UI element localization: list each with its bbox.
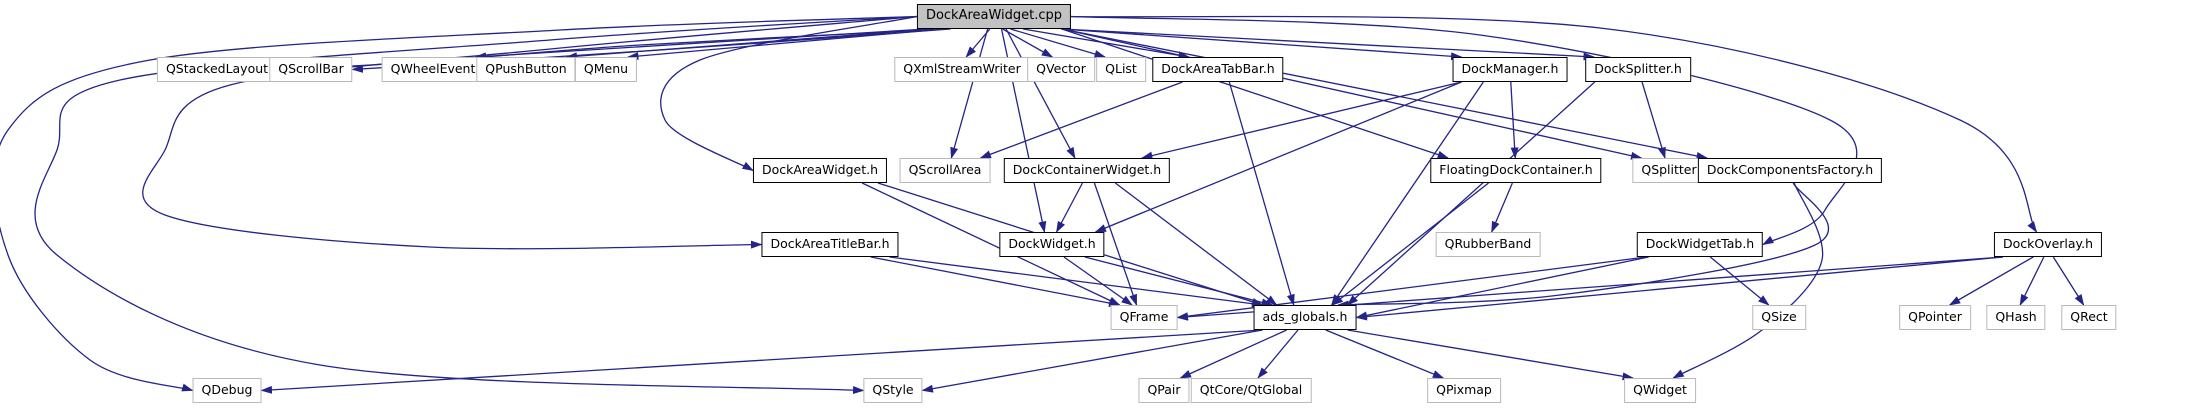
- node-DockAreaTitleBar_h[interactable]: DockAreaTitleBar.h: [761, 232, 899, 257]
- edge-root-QWheelEvent: [474, 28, 927, 61]
- node-DockContainerWidget_h[interactable]: DockContainerWidget.h: [1003, 158, 1171, 183]
- edge-root-DockOverlay_h: [1070, 15, 2038, 233]
- edge-root-DockWidgetTab_h: [1070, 15, 1858, 246]
- node-DockOverlay_h[interactable]: DockOverlay.h: [1993, 232, 2103, 257]
- edge-root-QStyle: [34, 15, 918, 395]
- edge-root-FloatingDockContainer_h: [1061, 28, 1450, 159]
- edge-ads_globals_h-QPixmap: [1325, 329, 1445, 379]
- node-QStackedLayout: QStackedLayout: [156, 57, 278, 82]
- edge-DockWidgetTab_h-ads_globals_h: [1355, 256, 1649, 320]
- node-QRubberBand: QRubberBand: [1435, 232, 1541, 257]
- edge-DockComponentsFactory_h-QWidget: [1672, 182, 1824, 379]
- node-QStyle: QStyle: [863, 378, 923, 403]
- node-QXmlStreamWriter: QXmlStreamWriter: [894, 57, 1030, 82]
- node-root: DockAreaWidget.cpp: [916, 4, 1072, 29]
- node-QPixmap: QPixmap: [1427, 378, 1501, 403]
- edge-root-DockContainerWidget_h: [1005, 28, 1076, 159]
- edge-root-QList: [1010, 28, 1106, 58]
- node-QRect: QRect: [2061, 305, 2117, 330]
- edge-ads_globals_h-QWidget: [1347, 329, 1634, 381]
- node-QPushButton: QPushButton: [476, 57, 576, 82]
- edge-DockWidgetTab_h-QSize: [1709, 256, 1770, 306]
- node-QWheelEvent: QWheelEvent: [381, 57, 485, 82]
- node-QMenu: QMenu: [574, 57, 638, 82]
- node-QPointer: QPointer: [1899, 305, 1971, 330]
- node-QFrame: QFrame: [1110, 305, 1178, 330]
- edge-root-QSplitter: [1061, 28, 1643, 160]
- node-QScrollBar: QScrollBar: [269, 57, 353, 82]
- edge-DockWidgetTab_h-QFrame: [1176, 256, 1647, 321]
- node-QSplitter: QSplitter: [1632, 158, 1706, 183]
- edge-DockManager_h-FloatingDockContainer_h: [1510, 81, 1519, 159]
- node-ads_globals_h[interactable]: ads_globals.h: [1253, 305, 1357, 330]
- node-DockSplitter_h[interactable]: DockSplitter.h: [1585, 57, 1691, 82]
- node-DockManager_h[interactable]: DockManager.h: [1452, 57, 1568, 82]
- edge-DockOverlay_h-QPointer: [1948, 256, 2034, 306]
- node-DockAreaTabBar_h[interactable]: DockAreaTabBar.h: [1152, 57, 1284, 82]
- edge-root-QPushButton: [565, 28, 934, 61]
- edge-FloatingDockContainer_h-ads_globals_h: [1331, 182, 1489, 306]
- edge-DockAreaWidget_h-QFrame: [861, 182, 1121, 306]
- node-FloatingDockContainer_h[interactable]: FloatingDockContainer.h: [1430, 158, 1602, 183]
- edge-root-DockAreaTitleBar_h: [142, 15, 918, 250]
- edge-root-DockAreaTabBar_h: [1023, 28, 1190, 60]
- edge-DockOverlay_h-QRect: [2052, 256, 2085, 306]
- node-QHash: QHash: [1986, 305, 2046, 330]
- node-QVector: QVector: [1027, 57, 1095, 82]
- node-QDebug: QDebug: [192, 378, 262, 403]
- node-DockWidget_h[interactable]: DockWidget.h: [999, 232, 1105, 257]
- node-DockComponentsFactory_h[interactable]: DockComponentsFactory.h: [1697, 158, 1883, 183]
- node-DockWidgetTab_h[interactable]: DockWidgetTab.h: [1636, 232, 1764, 257]
- edge-DockWidget_h-ads_globals_h: [1084, 256, 1274, 307]
- edge-FloatingDockContainer_h-QRubberBand: [1491, 182, 1513, 233]
- edge-ads_globals_h-QDebug: [260, 329, 1263, 394]
- edge-root-QScrollArea: [950, 28, 989, 159]
- node-QtCore_QtGlobal: QtCore/QtGlobal: [1190, 378, 1312, 403]
- edge-DockManager_h-ads_globals_h: [1331, 81, 1484, 306]
- edge-DockAreaTabBar_h-ads_globals_h: [1228, 81, 1295, 306]
- node-DockAreaWidget_h[interactable]: DockAreaWidget.h: [752, 158, 888, 183]
- edge-DockManager_h-DockWidget_h: [1094, 81, 1462, 233]
- edge-DockManager_h-DockContainerWidget_h: [1141, 81, 1462, 160]
- node-QScrollArea: QScrollArea: [899, 158, 991, 183]
- edge-root-QMenu: [627, 28, 944, 61]
- edge-DockAreaTitleBar_h-ads_globals_h: [889, 256, 1264, 308]
- edge-DockSplitter_h-ads_globals_h: [1346, 81, 1596, 306]
- edge-root-DockComponentsFactory_h: [1061, 28, 1708, 160]
- edge-DockContainerWidget_h-DockWidget_h: [1055, 182, 1084, 233]
- edge-ads_globals_h-QtCore_QtGlobal: [1257, 329, 1299, 379]
- edge-root-QVector: [1002, 28, 1054, 58]
- edge-DockOverlay_h-QHash: [2019, 256, 2045, 306]
- edge-ads_globals_h-QPair: [1179, 329, 1287, 379]
- node-QList: QList: [1096, 57, 1146, 82]
- edge-root-DockSplitter_h: [1061, 28, 1595, 61]
- edge-DockContainerWidget_h-ads_globals_h: [1114, 182, 1278, 306]
- edge-DockWidget_h-QFrame: [1063, 256, 1133, 306]
- node-QPair: QPair: [1138, 378, 1190, 403]
- edge-root-DockAreaWidget_h: [660, 15, 918, 172]
- edge-DockAreaTitleBar_h-QFrame: [870, 256, 1121, 307]
- edge-DockAreaTabBar_h-QScrollArea: [979, 81, 1183, 159]
- edge-DockContainerWidget_h-QFrame: [1093, 182, 1138, 306]
- edge-DockSplitter_h-QSplitter: [1641, 81, 1666, 159]
- node-QWidget: QWidget: [1624, 378, 1696, 403]
- edge-root-DockManager_h: [1061, 28, 1463, 61]
- edge-ads_globals_h-QStyle: [921, 329, 1263, 393]
- edge-DockOverlay_h-ads_globals_h: [1355, 256, 2004, 321]
- edge-root-QDebug: [0, 15, 918, 392]
- node-QSize: QSize: [1752, 305, 1806, 330]
